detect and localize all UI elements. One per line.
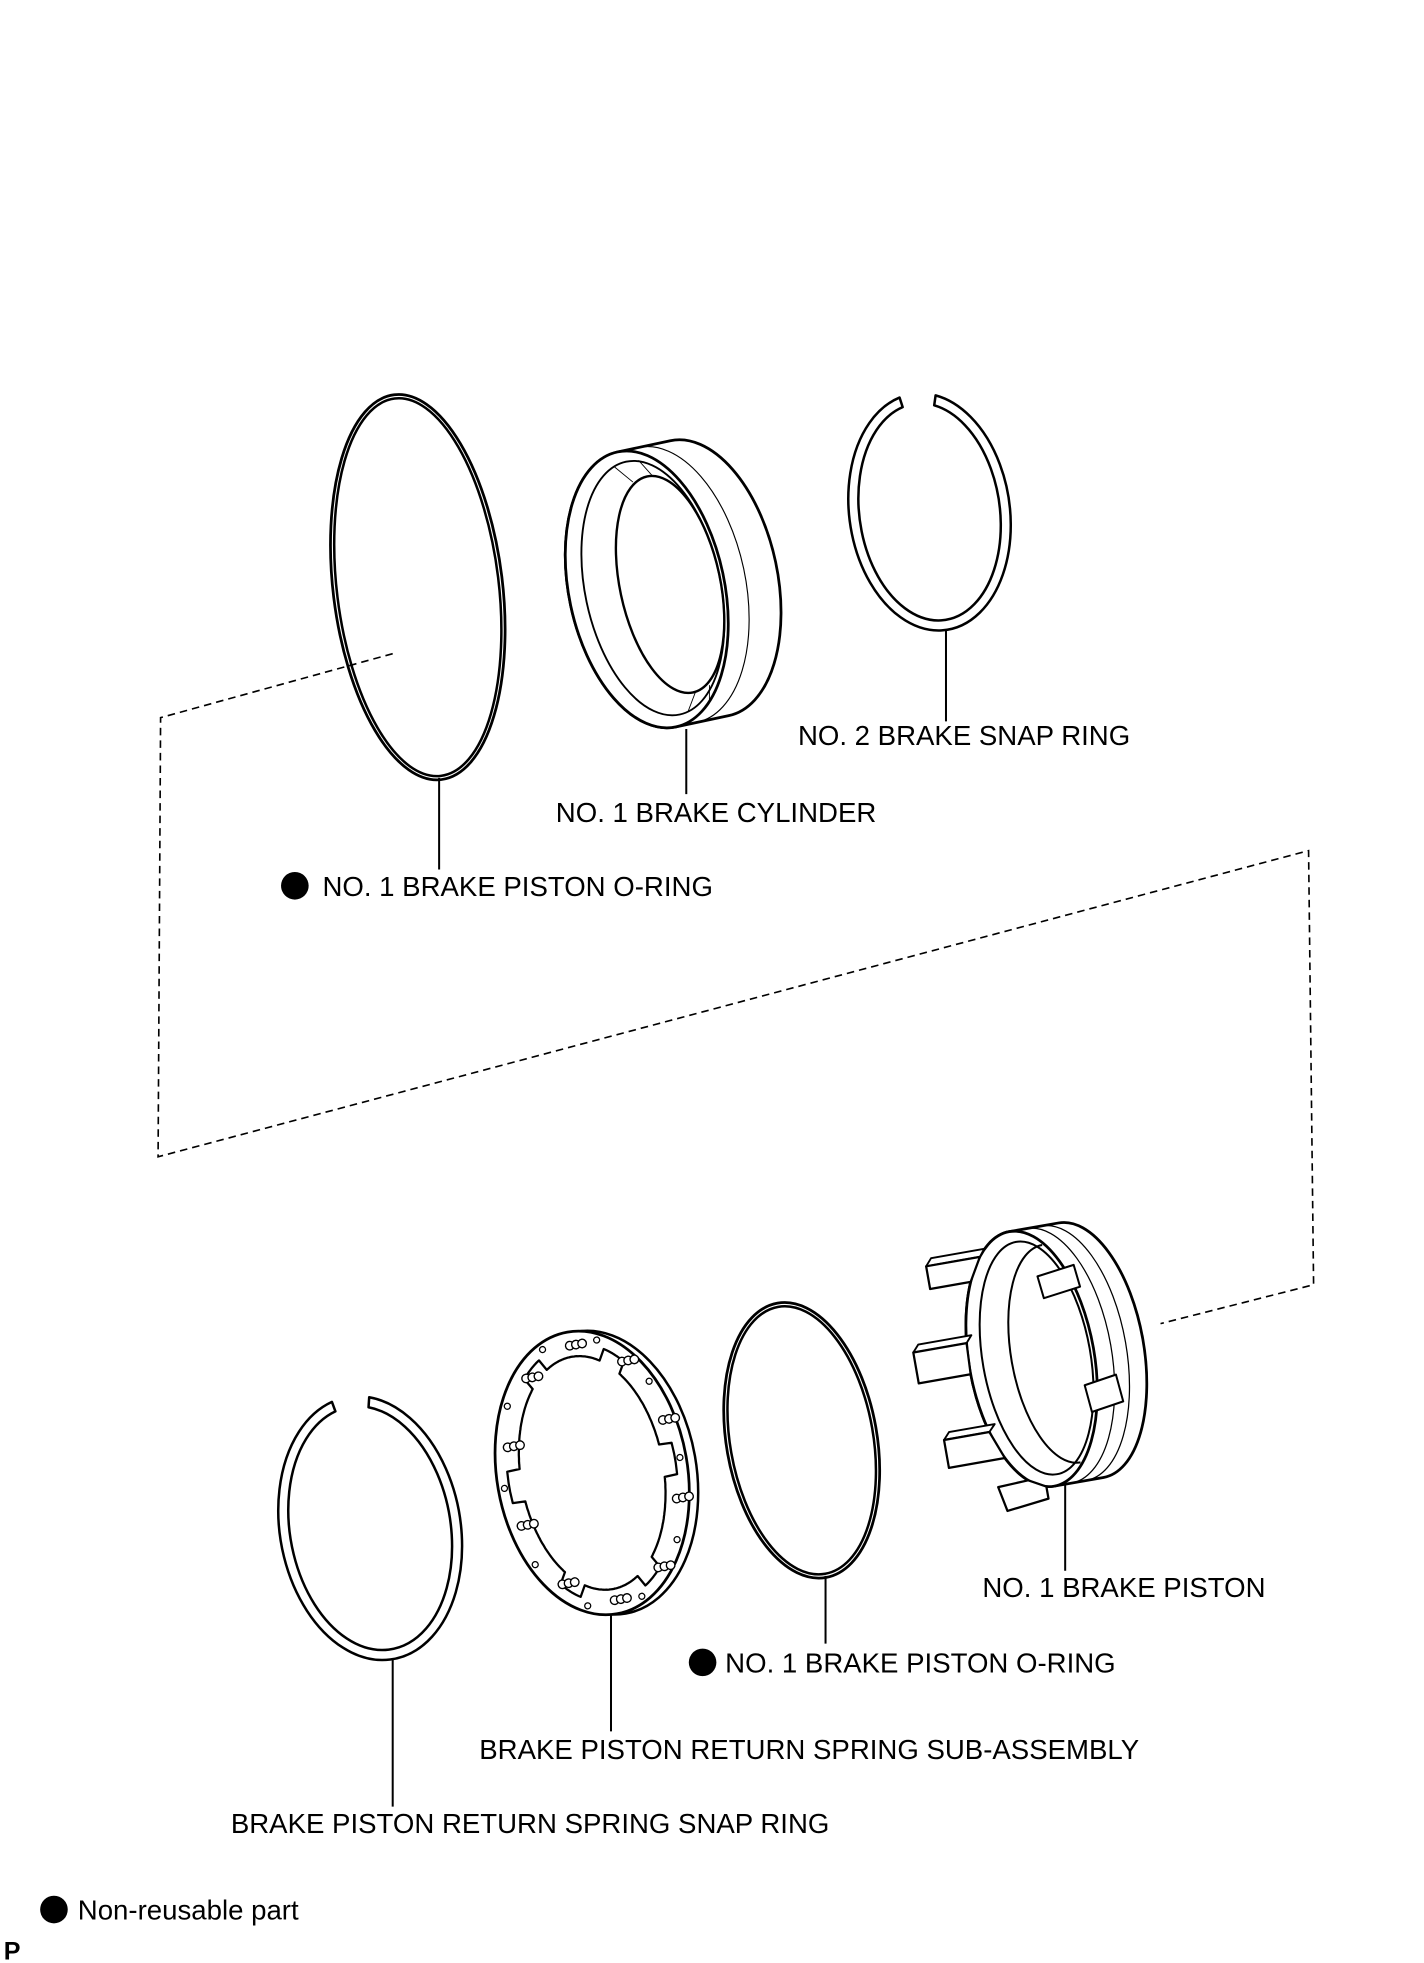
piston-step-line bbox=[1041, 1224, 1131, 1482]
snap-ring-band bbox=[277, 1395, 464, 1662]
return-spring-coil bbox=[528, 1518, 539, 1529]
no2-brake-snap-ring bbox=[847, 394, 1013, 632]
spring-plate-hole bbox=[676, 1453, 684, 1462]
label-return-spring-sub-assembly: BRAKE PISTON RETURN SPRING SUB-ASSEMBLY bbox=[479, 1734, 1139, 1765]
return-spring-coil bbox=[684, 1491, 695, 1502]
top-brake-piston-o-ring bbox=[329, 393, 507, 782]
spring-plate-hole bbox=[593, 1336, 601, 1344]
o-ring-outer-edge bbox=[722, 1301, 882, 1580]
return-spring-sub-assembly bbox=[493, 1329, 700, 1617]
non-reusable-legend-dot-icon bbox=[40, 1895, 68, 1924]
label-no2-snap-ring: NO. 2 BRAKE SNAP RING bbox=[798, 720, 1130, 751]
return-spring-coil bbox=[515, 1440, 525, 1451]
label-return-spring-snap-ring: BRAKE PISTON RETURN SPRING SNAP RING bbox=[231, 1808, 830, 1839]
piston-far-inner-edge bbox=[1007, 1243, 1081, 1464]
spring-plate-hole bbox=[531, 1561, 539, 1569]
non-reusable-dot-icon bbox=[281, 871, 309, 900]
cylinder-far-inner-edge bbox=[614, 474, 726, 695]
return-spring-coil bbox=[665, 1560, 676, 1571]
label-brake-cylinder: NO. 1 BRAKE CYLINDER bbox=[556, 797, 876, 828]
piston-tab bbox=[997, 1479, 1050, 1513]
return-spring-coil bbox=[629, 1354, 640, 1365]
return-spring-coil bbox=[622, 1593, 632, 1603]
cylinder-wall-shade-line bbox=[638, 460, 653, 476]
spring-plate-hole bbox=[645, 1377, 653, 1385]
spring-plate-hole bbox=[538, 1345, 547, 1354]
piston-front-inner-edge bbox=[978, 1240, 1095, 1476]
return-spring-coil bbox=[577, 1338, 588, 1349]
spring-plate-hole bbox=[673, 1535, 681, 1544]
cylinder-wall-shade-line bbox=[708, 685, 710, 704]
piston-step-line bbox=[1026, 1227, 1116, 1484]
brake-piston bbox=[912, 1221, 1149, 1513]
cylinder-wall-shade-line bbox=[687, 691, 696, 712]
spring-plate-hole bbox=[584, 1602, 592, 1610]
return-spring-coil bbox=[533, 1371, 544, 1382]
non-reusable-dot-icon bbox=[688, 1648, 717, 1677]
label-top-o-ring: NO. 1 BRAKE PISTON O-RING bbox=[322, 871, 712, 902]
legend-label: Non-reusable part bbox=[78, 1895, 299, 1926]
piston-inner-tab bbox=[1036, 1263, 1082, 1300]
return-spring-coil bbox=[569, 1577, 580, 1588]
lower-brake-piston-o-ring bbox=[722, 1301, 882, 1580]
o-ring-inner-edge bbox=[332, 397, 503, 778]
o-ring-outer-edge bbox=[329, 393, 507, 782]
label-brake-piston: NO. 1 BRAKE PISTON bbox=[982, 1572, 1265, 1603]
cylinder-chamfer-line bbox=[638, 446, 750, 723]
spring-plate-hole bbox=[503, 1402, 511, 1410]
piston-inner-tab bbox=[1083, 1373, 1125, 1413]
spring-plate-hole bbox=[500, 1484, 509, 1493]
cylinder-wall-shade-line bbox=[614, 466, 634, 483]
label-lower-o-ring: NO. 1 BRAKE PISTON O-RING bbox=[725, 1647, 1115, 1678]
piston-tab bbox=[925, 1255, 982, 1291]
spring-plate-inner-notched-edge bbox=[506, 1347, 679, 1599]
spring-plate-hole bbox=[638, 1592, 646, 1600]
legend: Non-reusable part bbox=[40, 1895, 299, 1926]
return-spring-snap-ring bbox=[277, 1395, 464, 1662]
spring-plate-detail bbox=[500, 1336, 695, 1610]
piston-tab bbox=[912, 1342, 972, 1385]
o-ring-inner-edge bbox=[726, 1305, 878, 1576]
snap-ring-band bbox=[847, 394, 1013, 632]
assembly-guide-dashed-line bbox=[157, 652, 1315, 1325]
piston-tab bbox=[942, 1430, 1007, 1470]
corner-mark: P bbox=[4, 1938, 21, 1963]
brake-cylinder bbox=[563, 438, 783, 730]
return-spring-coil bbox=[670, 1412, 681, 1423]
